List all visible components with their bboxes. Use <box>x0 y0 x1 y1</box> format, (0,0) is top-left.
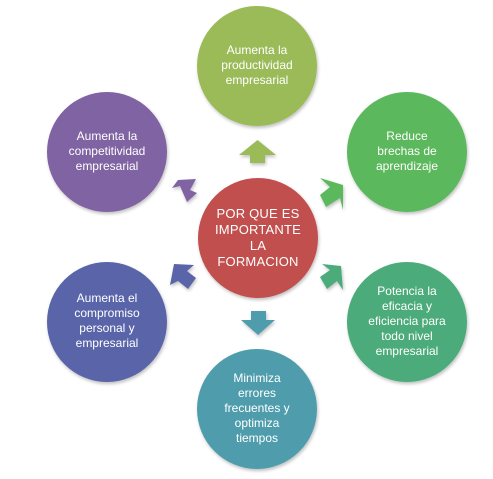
center-node-label: POR QUE ES IMPORTANTE LA FORMACION <box>214 206 302 269</box>
node-productividad <box>197 6 317 126</box>
center-node <box>198 178 318 298</box>
node-competitividad <box>47 92 167 212</box>
arrow-to-competitividad <box>172 179 197 202</box>
arrow-to-brechas <box>320 178 343 210</box>
arrow-to-eficacia <box>320 264 343 290</box>
arrow-to-compromiso <box>170 264 196 289</box>
node-competitividad-label: Aumenta la competitividad empresarial <box>68 128 146 173</box>
arrow-to-errores <box>241 311 275 335</box>
node-productividad-label: Aumenta la productividad empresarial <box>221 42 293 87</box>
node-errores-label: Minimiza errores frecuentes y optimiza t… <box>224 370 290 445</box>
node-eficacia <box>347 262 467 382</box>
node-errores <box>197 349 317 469</box>
arrow-to-productividad <box>239 140 276 163</box>
node-brechas-label: Reduce brechas de aprendizaje <box>375 128 439 173</box>
node-brechas <box>347 92 467 212</box>
node-compromiso <box>47 262 167 382</box>
node-eficacia-label: Potencia la eficacia y eficiencia para t… <box>368 283 446 358</box>
node-compromiso-label: Aumenta el compromiso personal y empresa… <box>74 291 140 350</box>
